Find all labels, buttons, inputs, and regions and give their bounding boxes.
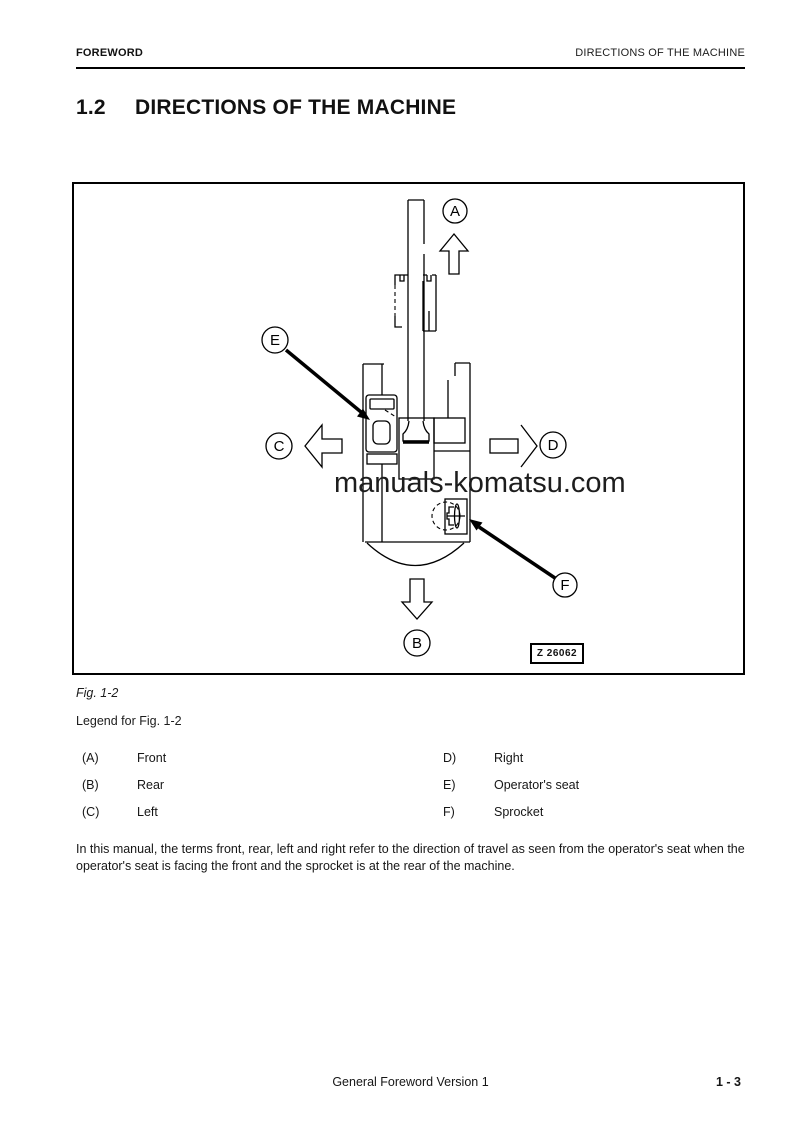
legend-row: (B) Rear E) Operator's seat [76, 778, 745, 805]
label-right: D [548, 437, 559, 454]
page-header: FOREWORD DIRECTIONS OF THE MACHINE [76, 47, 745, 59]
section-number: 1.2 [76, 96, 106, 119]
label-circle-right [539, 431, 567, 459]
sprocket [431, 498, 468, 535]
drawing-number-box: Z 26062 [530, 643, 584, 664]
header-rule [76, 67, 745, 69]
left-track-frame [362, 363, 384, 542]
label-circle-left [265, 432, 293, 460]
legend-value: Sprocket [494, 805, 544, 819]
figure-caption: Fig. 1-2 [76, 686, 119, 700]
legend-row: (C) Left F) Sprocket [76, 805, 745, 832]
section-title: 1.2 DIRECTIONS OF THE MACHINE [76, 96, 456, 120]
legend-key: (A) [82, 751, 99, 765]
front-arrow [438, 232, 470, 275]
figure-frame: A [72, 182, 745, 675]
legend-key: F) [443, 805, 455, 819]
operator-seat-leader-arrow [284, 348, 370, 420]
boom-bar [407, 199, 425, 421]
body-paragraph: In this manual, the terms front, rear, l… [76, 842, 745, 873]
right-arrow-head [520, 424, 538, 468]
machine-direction-diagram: A [261, 198, 578, 657]
legend-table: (A) Front D) Right (B) Rear E) Operator'… [76, 751, 745, 832]
footer-page-number: 1 - 3 [715, 1075, 741, 1089]
rear-arrow [400, 578, 434, 620]
lift-bracket-right [422, 274, 437, 332]
legend-value: Rear [137, 778, 165, 792]
label-circle-operator-seat [261, 326, 289, 354]
label-front: A [450, 203, 460, 220]
label-sprocket: F [560, 577, 569, 594]
legend-row: (A) Front D) Right [76, 751, 745, 778]
legend-key: (C) [82, 805, 100, 819]
legend-value: Left [137, 805, 158, 819]
lift-bracket-left [394, 274, 408, 328]
right-track-frame [447, 362, 471, 542]
operator-seat [365, 394, 398, 465]
legend-value: Right [494, 751, 524, 765]
right-arrow-shaft [489, 438, 519, 454]
machine-body [398, 417, 470, 480]
legend-key: (B) [82, 778, 99, 792]
legend-value: Operator's seat [494, 778, 580, 792]
label-circle-rear [403, 629, 431, 657]
footer-version: General Foreword Version 1 [332, 1075, 489, 1089]
header-chapter-label: DIRECTIONS OF THE MACHINE [575, 47, 745, 59]
label-rear: B [412, 635, 422, 652]
header-section-label: FOREWORD [76, 47, 143, 59]
legend-title: Legend for Fig. 1-2 [76, 714, 182, 728]
legend-key: E) [443, 778, 456, 792]
sprocket-leader-arrow [469, 519, 556, 580]
rear-outline [365, 541, 470, 566]
left-arrow [304, 423, 343, 469]
legend-value: Front [137, 751, 167, 765]
label-left: C [274, 438, 285, 455]
label-circle-sprocket [552, 572, 578, 598]
watermark-text: manuals-komatsu.com [334, 467, 626, 499]
label-circle-front [442, 198, 468, 224]
legend-key: D) [443, 751, 457, 765]
section-title-text: DIRECTIONS OF THE MACHINE [135, 96, 457, 119]
label-operator-seat: E [270, 332, 280, 349]
